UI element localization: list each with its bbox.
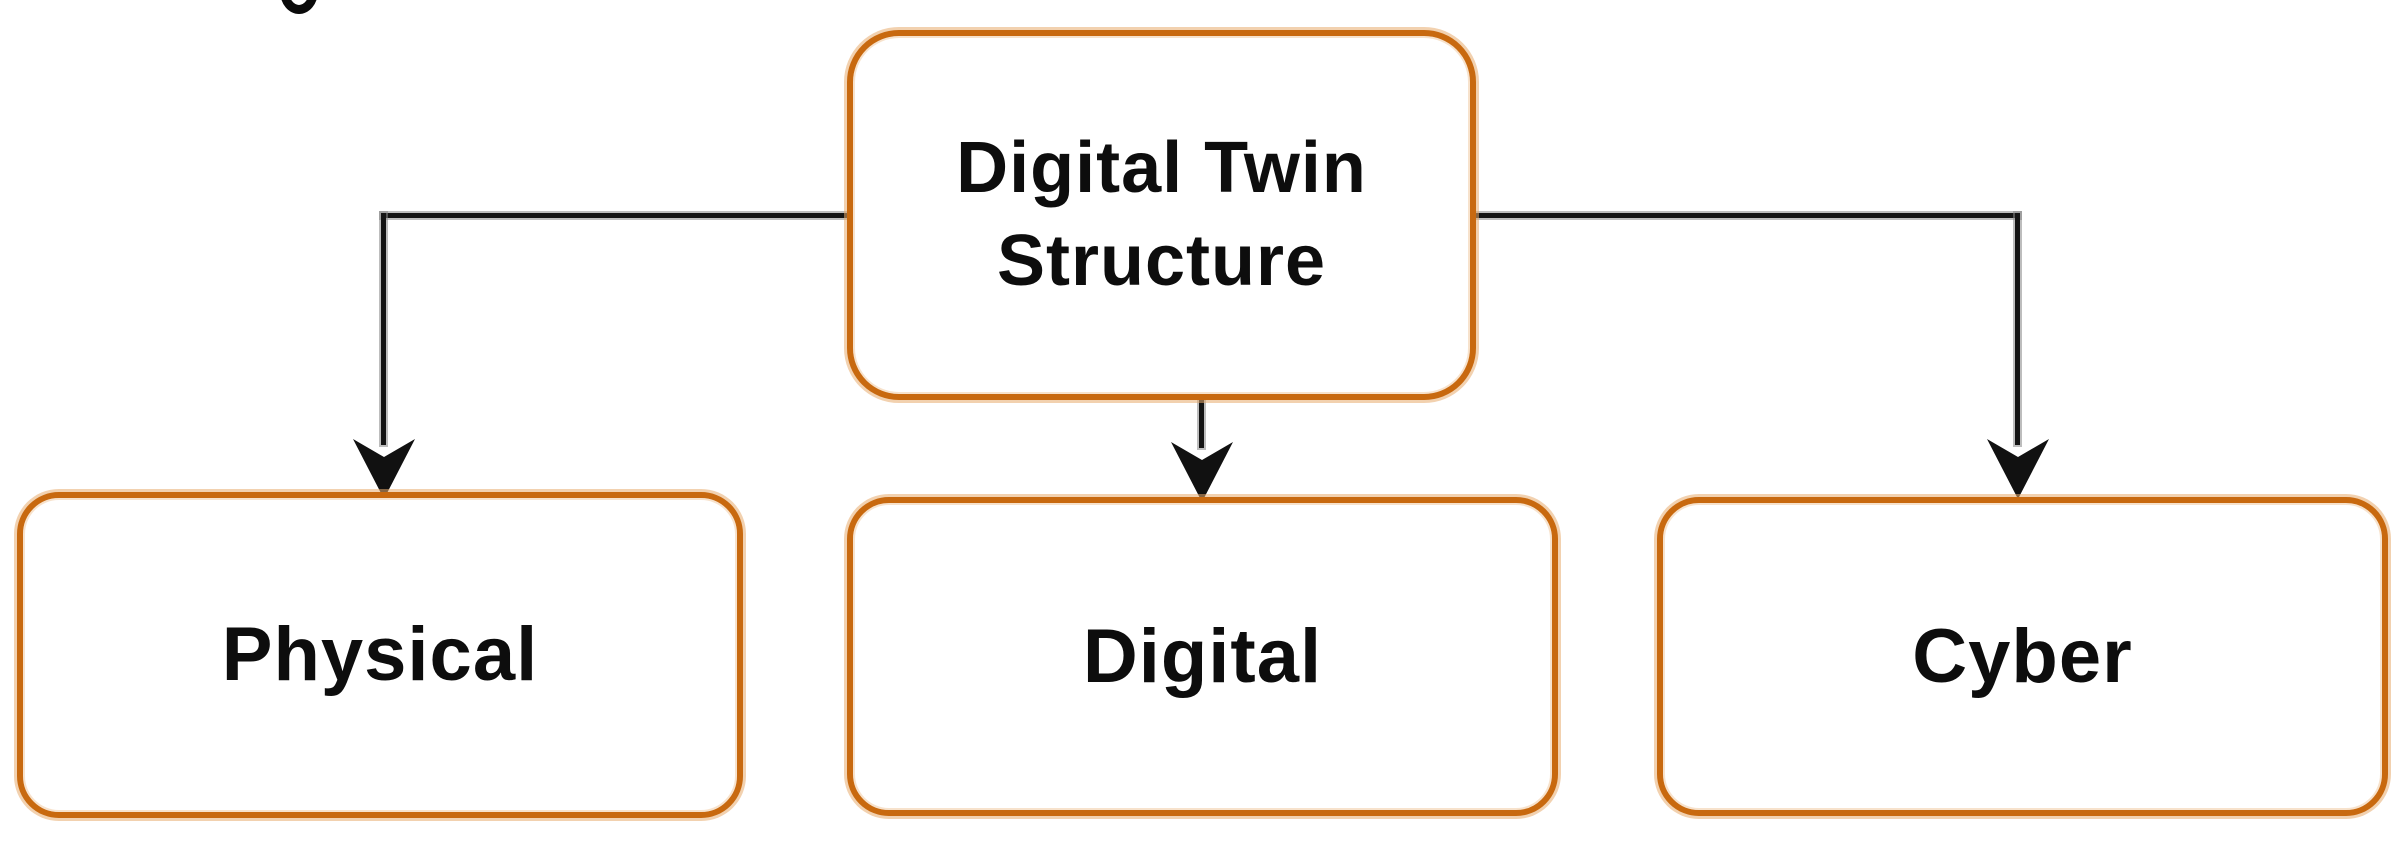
connector-root-to-digital-vertical xyxy=(1199,398,1204,448)
connector-root-to-physical-vertical xyxy=(381,213,386,445)
arrow-down-icon xyxy=(1987,439,2049,499)
connector-root-to-physical-horizontal xyxy=(381,213,847,218)
connector-root-to-cyber-vertical xyxy=(2015,213,2020,445)
node-physical: Physical xyxy=(17,492,743,818)
node-label: Digital Twin xyxy=(956,128,1367,208)
node-cyber: Cyber xyxy=(1657,497,2388,816)
node-label: Cyber xyxy=(1912,613,2133,699)
arrow-down-icon xyxy=(353,439,415,499)
node-label: Digital xyxy=(1082,613,1323,699)
node-digital: Digital xyxy=(847,497,1558,816)
connector-root-to-cyber-horizontal xyxy=(1474,213,2020,218)
cropped-letter-glyph xyxy=(280,0,318,14)
arrow-down-icon xyxy=(1171,442,1233,502)
node-digital-twin-structure: Digital Twin Structure xyxy=(847,30,1476,400)
node-label: Structure xyxy=(996,221,1327,301)
node-label: Physical xyxy=(221,612,539,697)
